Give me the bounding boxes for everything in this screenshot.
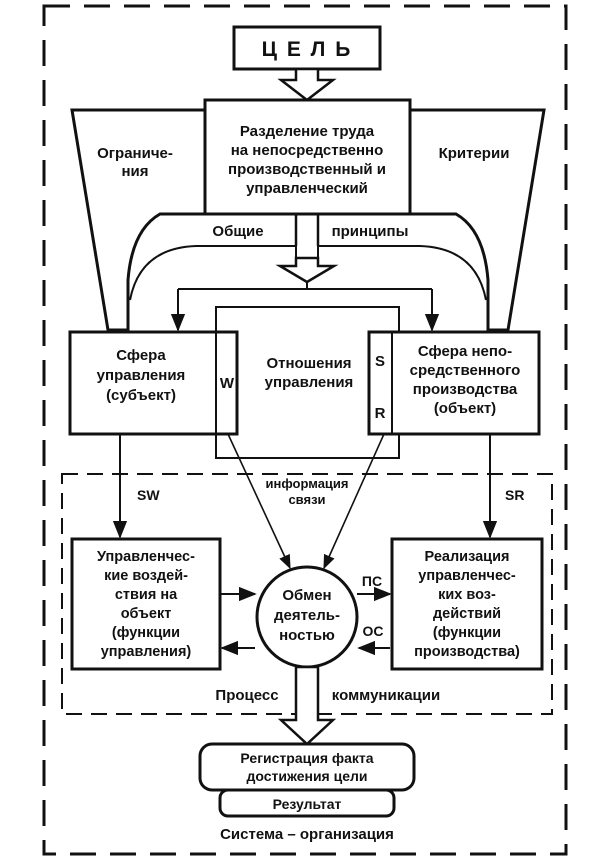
registration-line-1: Регистрация факта <box>240 750 373 766</box>
letter-r: R <box>375 405 386 422</box>
constraints-funnel <box>70 108 207 332</box>
realization-line-6: производства) <box>414 644 520 660</box>
mgmt-actions-line-2: кие воздей- <box>104 568 188 584</box>
sr-label: SR <box>505 487 524 503</box>
realization-line-3: ких воз- <box>438 587 496 603</box>
ps-label: ПС <box>362 573 382 589</box>
goal-down-arrow <box>277 67 337 102</box>
letter-s: S <box>375 353 385 370</box>
relations-line-1: Отношения <box>266 355 351 372</box>
criteria-funnel <box>408 108 546 332</box>
realization-line-5: (функции <box>433 625 501 641</box>
relations-line-2: управления <box>265 374 354 391</box>
registration-box: Регистрация факта достижения цели <box>198 742 416 792</box>
prod-sphere-line-4: (объект) <box>434 400 496 417</box>
process-right-label: коммуникации <box>332 687 440 704</box>
mgmt-sphere-line-1: Сфера <box>116 347 166 364</box>
realization-line-1: Реализация <box>425 549 510 565</box>
goal-label: Ц Е Л Ь <box>262 38 353 61</box>
sw-label: SW <box>137 487 160 503</box>
constraints-label-1: Ограниче- <box>97 145 173 162</box>
mgmt-actions-line-4: объект <box>121 606 172 622</box>
principles-down-arrow <box>275 256 339 284</box>
mgmt-actions-line-6: управления) <box>101 644 192 660</box>
management-actions-box: Управленчес- кие воздей- ствия на объект… <box>70 537 222 671</box>
os-label: ОС <box>363 623 384 639</box>
division-box: Разделение труда на непосредственно прои… <box>203 98 412 216</box>
exchange-circle: Обмен деятель- ностью <box>255 565 359 669</box>
division-line-1: Разделение труда <box>240 123 375 140</box>
mgmt-actions-line-1: Управленчес- <box>97 549 195 565</box>
mgmt-actions-line-3: ствия на <box>115 587 178 603</box>
mgmt-actions-line-5: (функции <box>112 625 180 641</box>
principles-right-label: принципы <box>332 223 409 240</box>
registration-line-2: достижения цели <box>246 768 367 784</box>
realization-box: Реализация управленчес- ких воз- действи… <box>390 537 544 671</box>
result-box: Результат <box>218 788 396 818</box>
mgmt-sphere-line-2: управления <box>97 367 186 384</box>
mgmt-sphere-line-3: (субъект) <box>106 387 176 404</box>
prod-sphere-line-3: производства <box>413 381 518 398</box>
division-line-4: управленческий <box>246 180 368 197</box>
prod-sphere-line-1: Сфера непо- <box>418 343 512 360</box>
exchange-line-3: ностью <box>279 627 335 644</box>
process-left-label: Процесс <box>215 687 278 704</box>
system-caption: Система – организация <box>220 826 394 843</box>
criteria-label: Критерии <box>439 145 510 162</box>
production-sphere-box: S R Сфера непо- средственного производст… <box>367 330 541 436</box>
management-sphere-box: Сфера управления (субъект) W <box>68 330 239 436</box>
info-links-line-2: связи <box>288 492 325 507</box>
result-down-arrow <box>277 665 337 746</box>
constraints-label-2: ния <box>121 163 148 180</box>
system-boundary <box>42 4 568 856</box>
result-label: Результат <box>273 796 342 812</box>
info-links-line-1: информация <box>265 476 348 491</box>
exchange-line-1: Обмен <box>282 587 331 604</box>
prod-sphere-line-2: средственного <box>410 362 521 379</box>
division-line-2: на непосредственно <box>231 142 384 159</box>
letter-w: W <box>220 375 235 392</box>
division-line-3: производственный и <box>228 161 386 178</box>
goal-box: Ц Е Л Ь <box>232 25 382 71</box>
realization-line-4: действий <box>433 606 501 622</box>
exchange-line-2: деятель- <box>274 607 340 624</box>
principles-left-label: Общие <box>212 223 263 240</box>
realization-line-2: управленчес- <box>418 568 516 584</box>
